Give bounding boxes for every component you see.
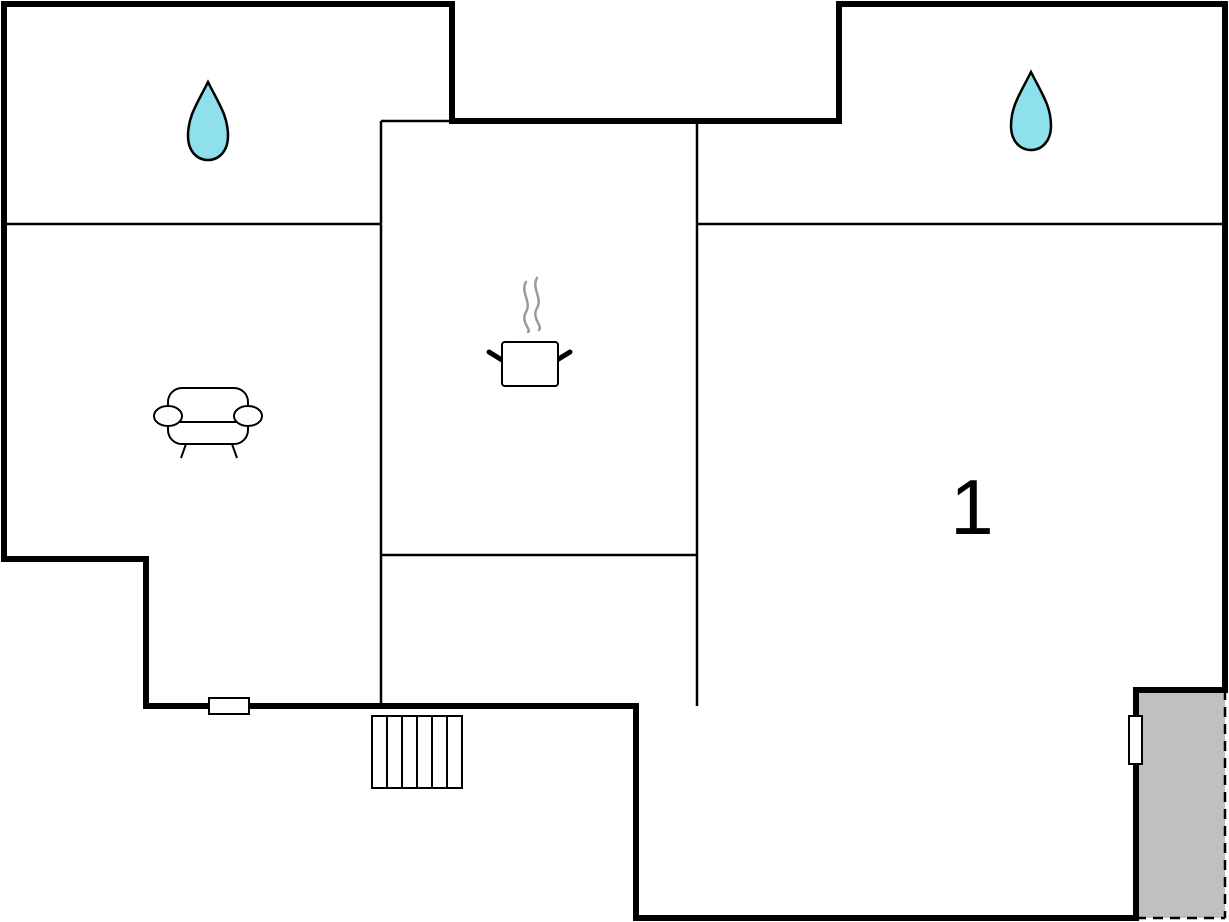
water-drop-icon [186, 79, 230, 162]
water-drop-icon [1009, 69, 1053, 152]
cooking-pot-icon [486, 276, 573, 387]
window [208, 697, 250, 715]
armchair-icon [153, 387, 263, 459]
door [1128, 715, 1143, 765]
terrace-area [1136, 690, 1225, 918]
entrance-stairs [371, 715, 463, 789]
interior-walls [4, 119, 1225, 706]
terrace-dashed-edge [1136, 690, 1227, 920]
room-number-label: 1 [950, 463, 993, 551]
